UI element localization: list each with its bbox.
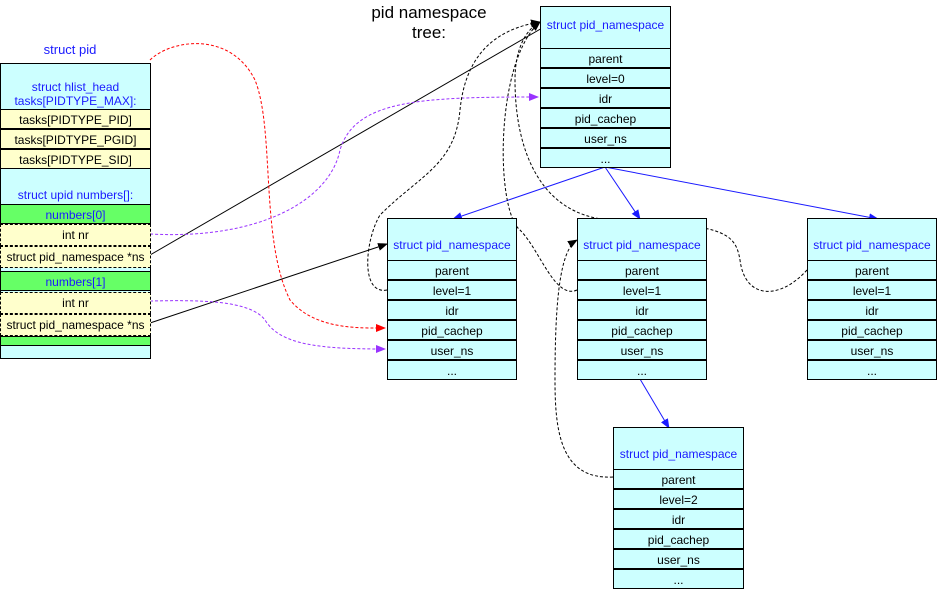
ns-field: idr (807, 300, 937, 320)
ns-field: pid_cachep (387, 320, 517, 340)
struct-pid-label: struct pid (43, 42, 97, 57)
nr-row: int nr (0, 292, 151, 314)
pid-namespace-root: struct pid_namespace parent level=0 idr … (540, 6, 671, 168)
tree-edge-root-b (604, 166, 641, 220)
ns-field: ... (387, 360, 517, 380)
numbers-header: numbers[1] (0, 271, 151, 291)
numbers-header: numbers[0] (0, 204, 151, 224)
ns-field: ... (540, 148, 671, 168)
ns-field: user_ns (613, 549, 744, 569)
ns-field: level=0 (540, 68, 671, 88)
numbers-footer (0, 336, 151, 346)
ns0-pointer-arrow (149, 19, 557, 256)
ns-row: struct pid_namespace *ns (0, 246, 151, 268)
struct-pid-box: struct hlist_head tasks[PIDTYPE_MAX]: ta… (0, 63, 151, 359)
ns-field: level=1 (577, 280, 707, 300)
ns-field: parent (540, 48, 671, 68)
ns-field: ... (613, 569, 744, 589)
parent-a-link (367, 19, 541, 291)
ns-field: idr (577, 300, 707, 320)
ns-title: struct pid_namespace (619, 447, 738, 461)
nr1-purple-arrow (149, 300, 386, 353)
ns-field: pid_cachep (613, 529, 744, 549)
pid-namespace-child-b: struct pid_namespace parent level=1 idr … (577, 218, 707, 380)
hlist-head-label: struct hlist_head tasks[PIDTYPE_MAX]: (14, 80, 137, 108)
tree-edge-root-a (452, 166, 606, 220)
ns-field: idr (540, 88, 671, 108)
ns-field: user_ns (807, 340, 937, 360)
ns-field: parent (577, 260, 707, 280)
ns-field: parent (613, 469, 744, 489)
ns-field: level=1 (387, 280, 517, 300)
ns-row: struct pid_namespace *ns (0, 314, 151, 336)
nr0-purple-arrow (149, 93, 539, 236)
diagram-title: pid namespace tree: (371, 3, 487, 42)
ns-field: user_ns (540, 128, 671, 148)
tasks-row: tasks[PIDTYPE_SID] (0, 149, 151, 169)
pid-namespace-grandchild: struct pid_namespace parent level=2 idr … (613, 427, 744, 589)
ns-field: pid_cachep (807, 320, 937, 340)
ns-field: parent (387, 260, 517, 280)
ns-field: user_ns (577, 340, 707, 360)
tasks-row: tasks[PIDTYPE_PGID] (0, 129, 151, 149)
parent-b-link (502, 21, 578, 292)
pid-namespace-child-c: struct pid_namespace parent level=1 idr … (807, 218, 937, 380)
ns-field: level=1 (807, 280, 937, 300)
ns-field: parent (807, 260, 937, 280)
ns-field: user_ns (387, 340, 517, 360)
ns-field: pid_cachep (577, 320, 707, 340)
pid-cachep-red-arrow (149, 43, 386, 333)
nr-row: int nr (0, 224, 151, 246)
ns-field: idr (387, 300, 517, 320)
ns-field: ... (577, 360, 707, 380)
upid-label: struct upid numbers[]: (17, 188, 134, 202)
tree-edge-b-grandchild (639, 378, 670, 429)
ns-field: idr (613, 509, 744, 529)
ns-field: level=2 (613, 489, 744, 509)
ns-title: struct pid_namespace (393, 238, 511, 252)
tree-edge-root-c (604, 166, 879, 222)
ns-title: struct pid_namespace (583, 238, 701, 252)
ns-field: pid_cachep (540, 108, 671, 128)
ns1-pointer-arrow (149, 243, 388, 324)
pid-namespace-child-a: struct pid_namespace parent level=1 idr … (387, 218, 517, 380)
ns-title: struct pid_namespace (546, 18, 665, 32)
ns-field: ... (807, 360, 937, 380)
ns-title: struct pid_namespace (813, 238, 931, 252)
tasks-row: tasks[PIDTYPE_PID] (0, 109, 151, 129)
parent-grandchild-link (554, 239, 614, 478)
